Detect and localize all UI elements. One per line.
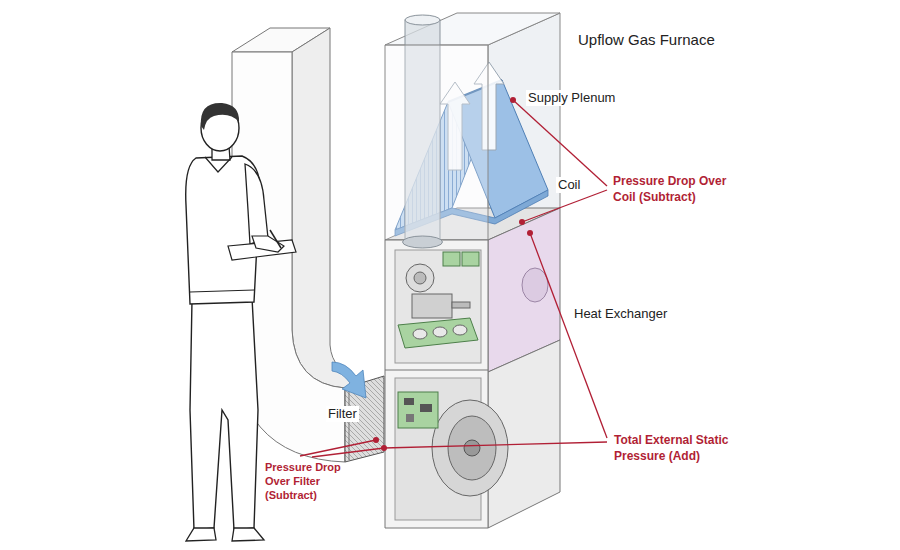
leader-line — [530, 233, 607, 438]
flue-collar — [403, 236, 443, 248]
inducer-hub — [414, 272, 426, 284]
board-chip — [406, 414, 414, 422]
leader-line — [312, 448, 384, 457]
access-panel — [462, 252, 479, 266]
leader-line — [522, 190, 607, 222]
callout-label: Pressure Drop Over Coil (Subtract) — [613, 173, 738, 205]
part-label: Supply Plenum — [526, 90, 617, 106]
technician-shoe — [186, 528, 216, 541]
compartment-divider — [385, 370, 488, 371]
technician-legs — [190, 298, 258, 530]
burner — [413, 329, 427, 339]
technician-belt — [190, 290, 254, 292]
part-label: Filter — [326, 406, 359, 422]
pen — [270, 230, 281, 248]
flue-pipe-top — [405, 15, 440, 25]
duct-side — [292, 28, 362, 388]
burner-tray — [398, 318, 478, 348]
blower-wheel — [448, 416, 496, 480]
gas-pipe — [452, 302, 470, 308]
burner — [453, 325, 467, 335]
callout-label: Pressure Drop Over Filter (Subtract) — [265, 460, 347, 502]
board-chip — [420, 404, 432, 412]
burner — [433, 327, 447, 337]
technician-collar — [205, 157, 232, 172]
leader-line — [513, 100, 607, 186]
leader-line — [384, 442, 607, 448]
board-chip — [404, 398, 414, 405]
inducer-motor — [406, 264, 434, 292]
heat-exchanger-port — [522, 268, 548, 302]
technician-shoe — [232, 528, 264, 541]
technician-hair — [201, 103, 239, 130]
measurement-point — [527, 230, 533, 236]
callout-label: Total External Static Pressure (Add) — [614, 432, 739, 464]
gas-valve — [412, 294, 452, 318]
filter-frame — [349, 389, 350, 460]
airflow-arrow — [332, 362, 366, 398]
measurement-point — [373, 437, 379, 443]
part-label: Coil — [556, 177, 582, 193]
part-label: Heat Exchanger — [572, 306, 669, 322]
diagram-title: Upflow Gas Furnace — [578, 31, 715, 49]
control-board — [398, 392, 438, 428]
blower-housing — [432, 400, 508, 496]
plenum-front — [385, 45, 488, 240]
measurement-point — [510, 97, 516, 103]
access-panel — [443, 252, 460, 266]
blower-hub — [464, 440, 480, 456]
measurement-point — [381, 445, 387, 451]
measurement-point — [519, 219, 525, 225]
technician-arm — [245, 164, 268, 244]
burner-compartment — [395, 250, 481, 363]
